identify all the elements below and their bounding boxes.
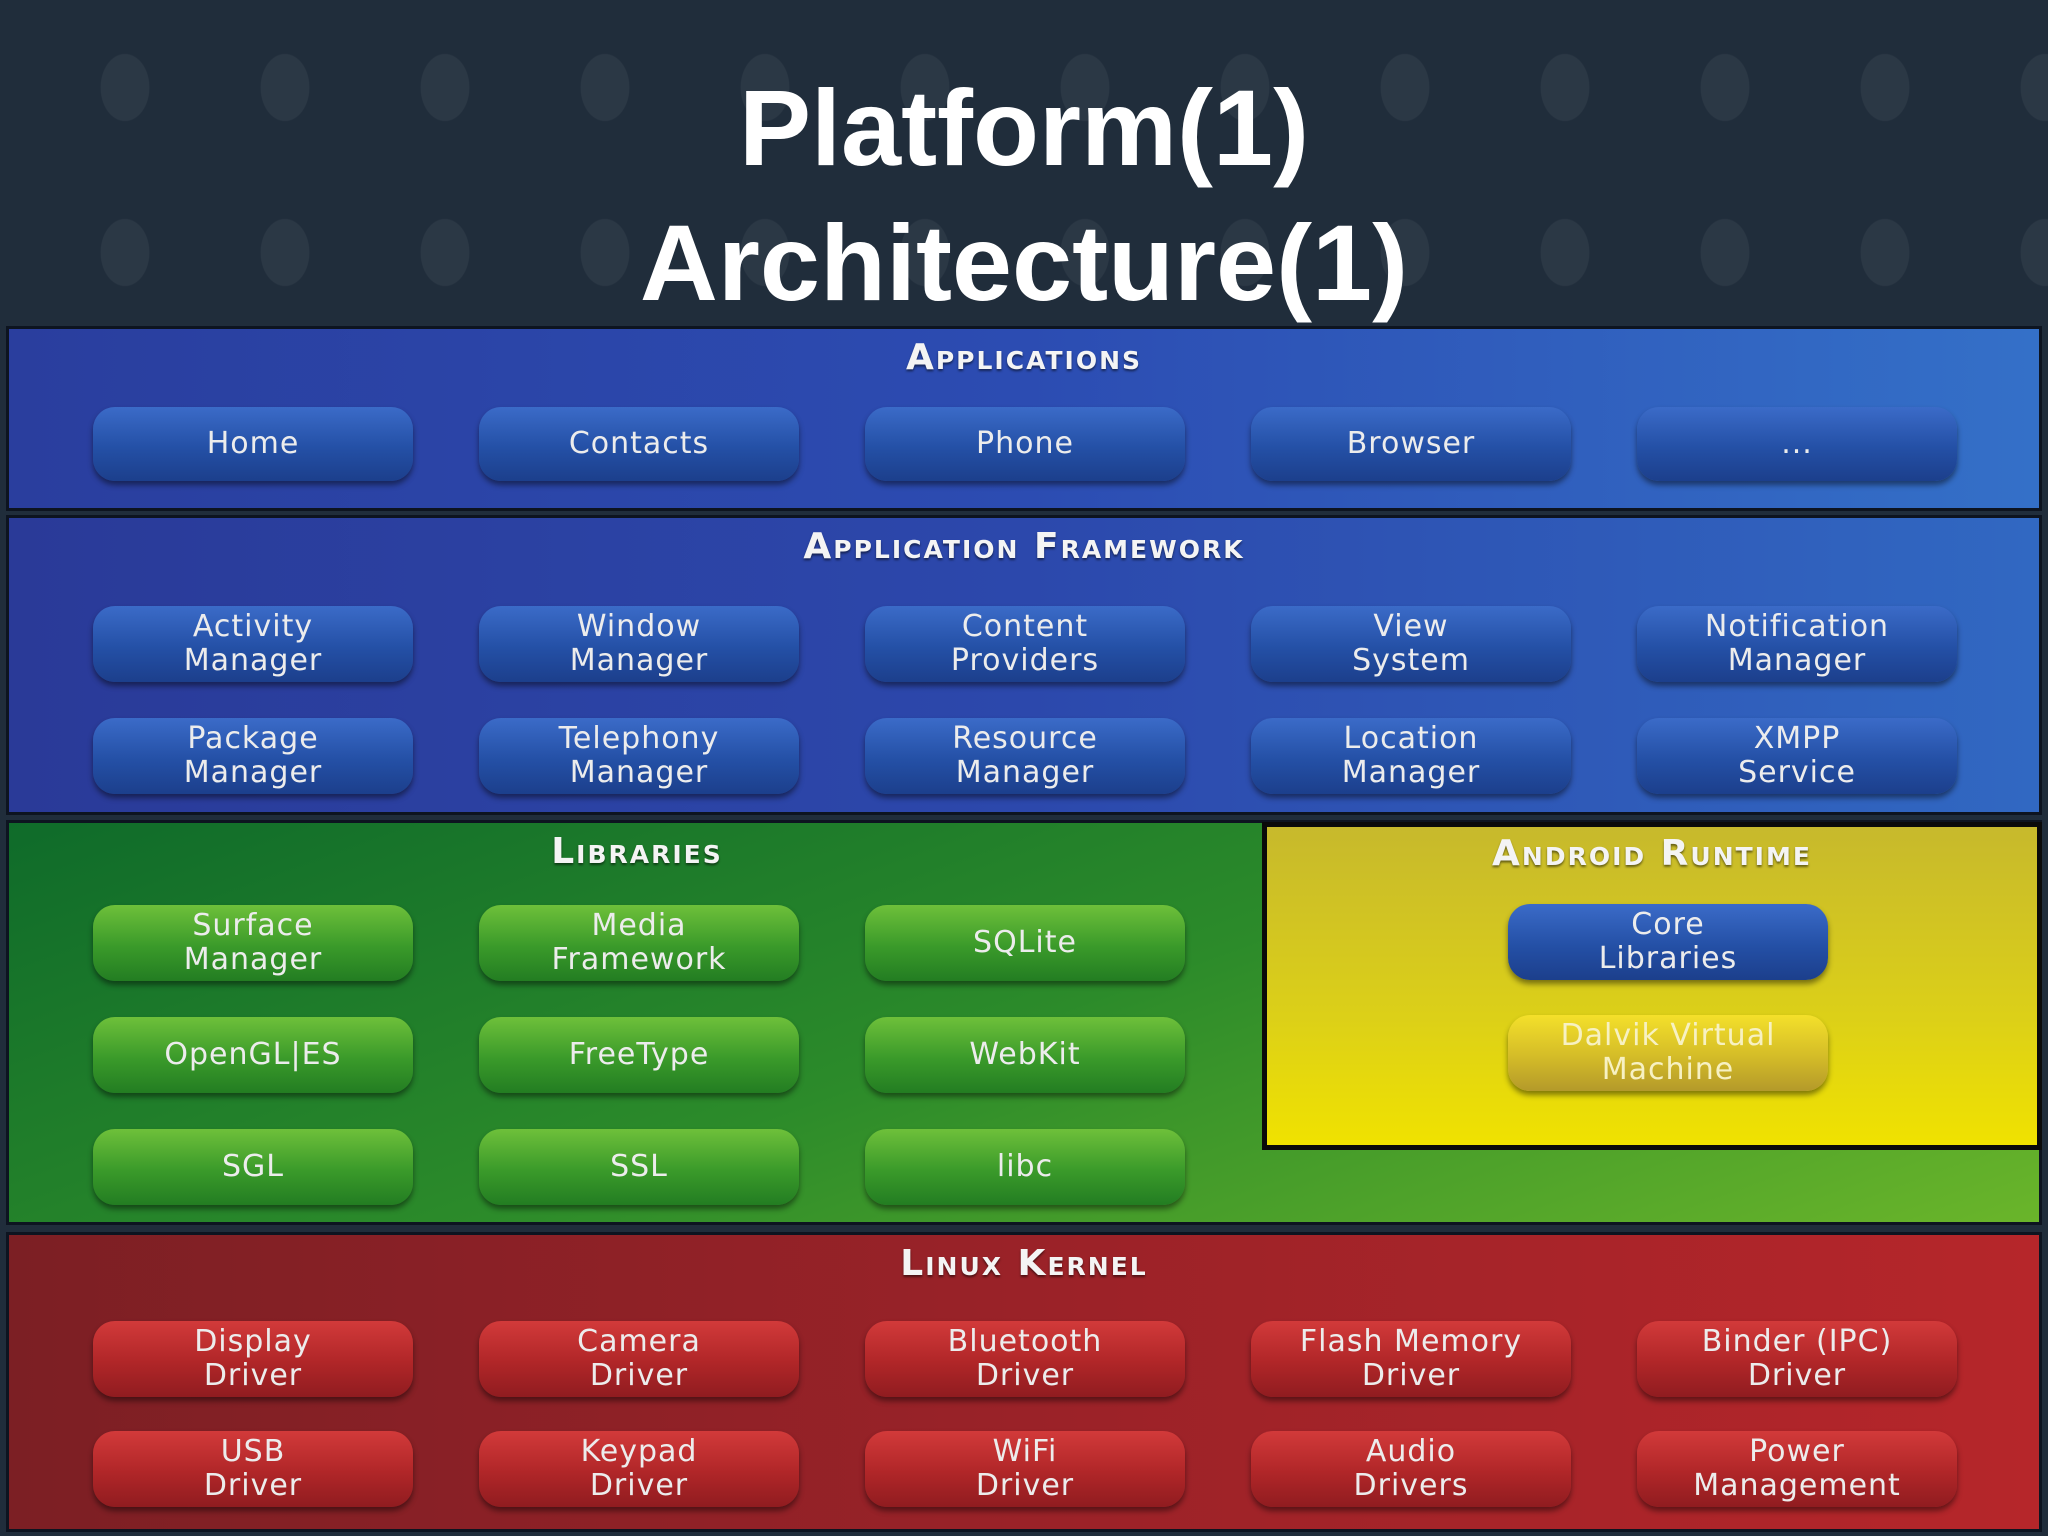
app-phone: Phone xyxy=(865,407,1185,481)
wifi-driver: WiFi Driver xyxy=(865,1431,1185,1507)
keypad-driver: Keypad Driver xyxy=(479,1431,799,1507)
sgl: SGL xyxy=(93,1129,413,1205)
media-framework: Media Framework xyxy=(479,905,799,981)
view-system: View System xyxy=(1251,606,1571,682)
camera-driver: Camera Driver xyxy=(479,1321,799,1397)
app-browser: Browser xyxy=(1251,407,1571,481)
content-providers: Content Providers xyxy=(865,606,1185,682)
activity-manager: Activity Manager xyxy=(93,606,413,682)
title-line-2: Architecture(1) xyxy=(639,202,1409,323)
android-runtime-layer: Android Runtime Core Libraries Dalvik Vi… xyxy=(1262,822,2042,1150)
surface-manager: Surface Manager xyxy=(93,905,413,981)
libraries-label: Libraries xyxy=(551,831,723,872)
applications-label: Applications xyxy=(905,337,1143,378)
libc: libc xyxy=(865,1129,1185,1205)
location-manager: Location Manager xyxy=(1251,718,1571,794)
webkit: WebKit xyxy=(865,1017,1185,1093)
sqlite: SQLite xyxy=(865,905,1185,981)
ssl: SSL xyxy=(479,1129,799,1205)
kernel-label: Linux Kernel xyxy=(900,1243,1148,1284)
app-home: Home xyxy=(93,407,413,481)
package-manager: Package Manager xyxy=(93,718,413,794)
freetype: FreeType xyxy=(479,1017,799,1093)
title-line-1: Platform(1) xyxy=(738,67,1310,188)
application-framework-layer: Application Framework Activity Manager W… xyxy=(6,515,2042,815)
power-management: Power Management xyxy=(1637,1431,1957,1507)
window-manager: Window Manager xyxy=(479,606,799,682)
framework-label: Application Framework xyxy=(803,526,1245,567)
audio-drivers: Audio Drivers xyxy=(1251,1431,1571,1507)
opengl-es: OpenGL|ES xyxy=(93,1017,413,1093)
usb-driver: USB Driver xyxy=(93,1431,413,1507)
app-more: ... xyxy=(1637,407,1957,481)
dalvik-virtual-machine: Dalvik Virtual Machine xyxy=(1508,1015,1828,1091)
display-driver: Display Driver xyxy=(93,1321,413,1397)
runtime-label: Android Runtime xyxy=(1492,833,1812,874)
telephony-manager: Telephony Manager xyxy=(479,718,799,794)
bluetooth-driver: Bluetooth Driver xyxy=(865,1321,1185,1397)
binder-ipc-driver: Binder (IPC) Driver xyxy=(1637,1321,1957,1397)
flash-memory-driver: Flash Memory Driver xyxy=(1251,1321,1571,1397)
core-libraries: Core Libraries xyxy=(1508,904,1828,980)
android-pattern-background xyxy=(0,0,2048,330)
xmpp-service: XMPP Service xyxy=(1637,718,1957,794)
app-contacts: Contacts xyxy=(479,407,799,481)
applications-layer: Applications Home Contacts Phone Browser… xyxy=(6,326,2042,511)
linux-kernel-layer: Linux Kernel Display Driver Camera Drive… xyxy=(6,1232,2042,1532)
notification-manager: Notification Manager xyxy=(1637,606,1957,682)
page-title: Platform(1) Architecture(1) xyxy=(0,60,2048,330)
resource-manager: Resource Manager xyxy=(865,718,1185,794)
